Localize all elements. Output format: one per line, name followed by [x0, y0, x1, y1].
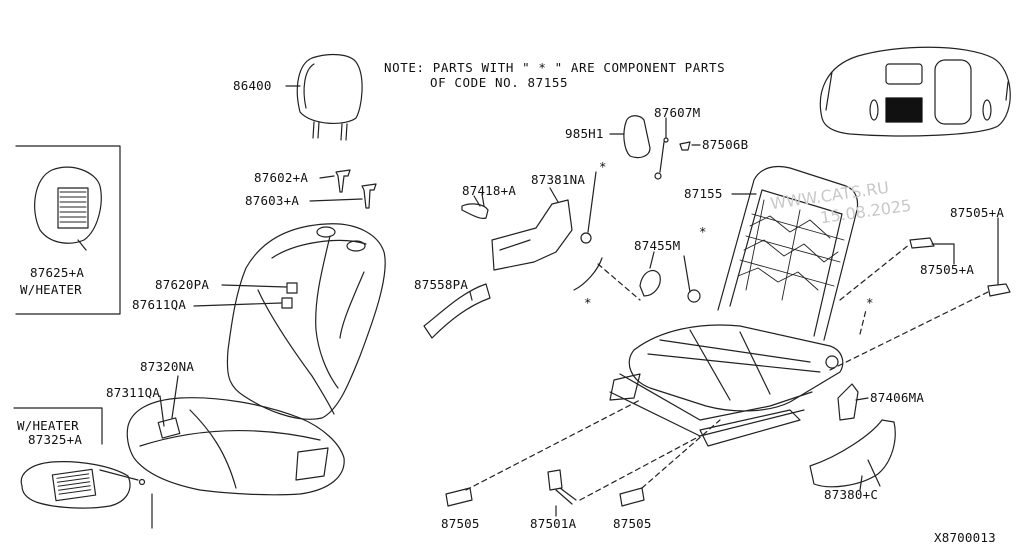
- heater-inset-87625: [15, 145, 121, 315]
- part-label-87418: 87418+A: [462, 183, 517, 198]
- heater-label-2: W/HEATER: [17, 418, 79, 433]
- headrest: [285, 53, 363, 141]
- drawing-code: X8700013: [934, 530, 996, 545]
- part-label-87602: 87602+A: [254, 170, 309, 185]
- part-label-86400: 86400: [233, 78, 272, 93]
- part-label-87380: 87380+C: [824, 487, 879, 502]
- part-label-87381: 87381NA: [531, 172, 586, 187]
- part-label-87455: 87455M: [634, 238, 681, 253]
- component-marker: *: [699, 224, 707, 239]
- part-label-87603: 87603+A: [245, 193, 300, 208]
- part-label-87506: 87506B: [702, 137, 749, 152]
- heater-label-1: W/HEATER: [20, 282, 82, 297]
- component-marker: *: [584, 295, 592, 310]
- component-marker: *: [866, 295, 874, 310]
- dashed-leaders: [465, 243, 989, 501]
- seat-cushion-cover: [126, 375, 345, 529]
- part-label-87505a: 87505+A: [950, 205, 1005, 220]
- part-label-87505c: 87505: [441, 516, 480, 531]
- part-label-87607: 87607M: [654, 105, 701, 120]
- part-label-87611: 87611QA: [132, 297, 187, 312]
- leader-lines: [473, 193, 869, 491]
- part-label-87558: 87558PA: [414, 277, 469, 292]
- note-line-1: NOTE: PARTS WITH " * " ARE COMPONENT PAR…: [384, 60, 726, 75]
- part-label-87620: 87620PA: [155, 277, 210, 292]
- note-line-2: OF CODE NO. 87155: [430, 75, 569, 90]
- small-parts: [423, 115, 1011, 517]
- part-label-87505d: 87505: [613, 516, 652, 531]
- part-label-87505b: 87505+A: [920, 262, 975, 277]
- headrest-guide-icons: [309, 169, 377, 209]
- part-label-87501: 87501A: [530, 516, 577, 531]
- part-label-87625: 87625+A: [30, 265, 85, 280]
- part-label-87325: 87325+A: [28, 432, 83, 447]
- part-label-985h1: 985H1: [565, 126, 604, 141]
- car-locator-icon: [819, 46, 1011, 137]
- part-label-87406: 87406MA: [870, 390, 925, 405]
- heater-inset-87325: [13, 407, 146, 509]
- part-label-87155: 87155: [684, 186, 723, 201]
- part-label-87320: 87320NA: [140, 359, 195, 374]
- component-marker: *: [599, 159, 607, 174]
- part-label-87311: 87311QA: [106, 385, 161, 400]
- seatback-cover: [193, 223, 386, 420]
